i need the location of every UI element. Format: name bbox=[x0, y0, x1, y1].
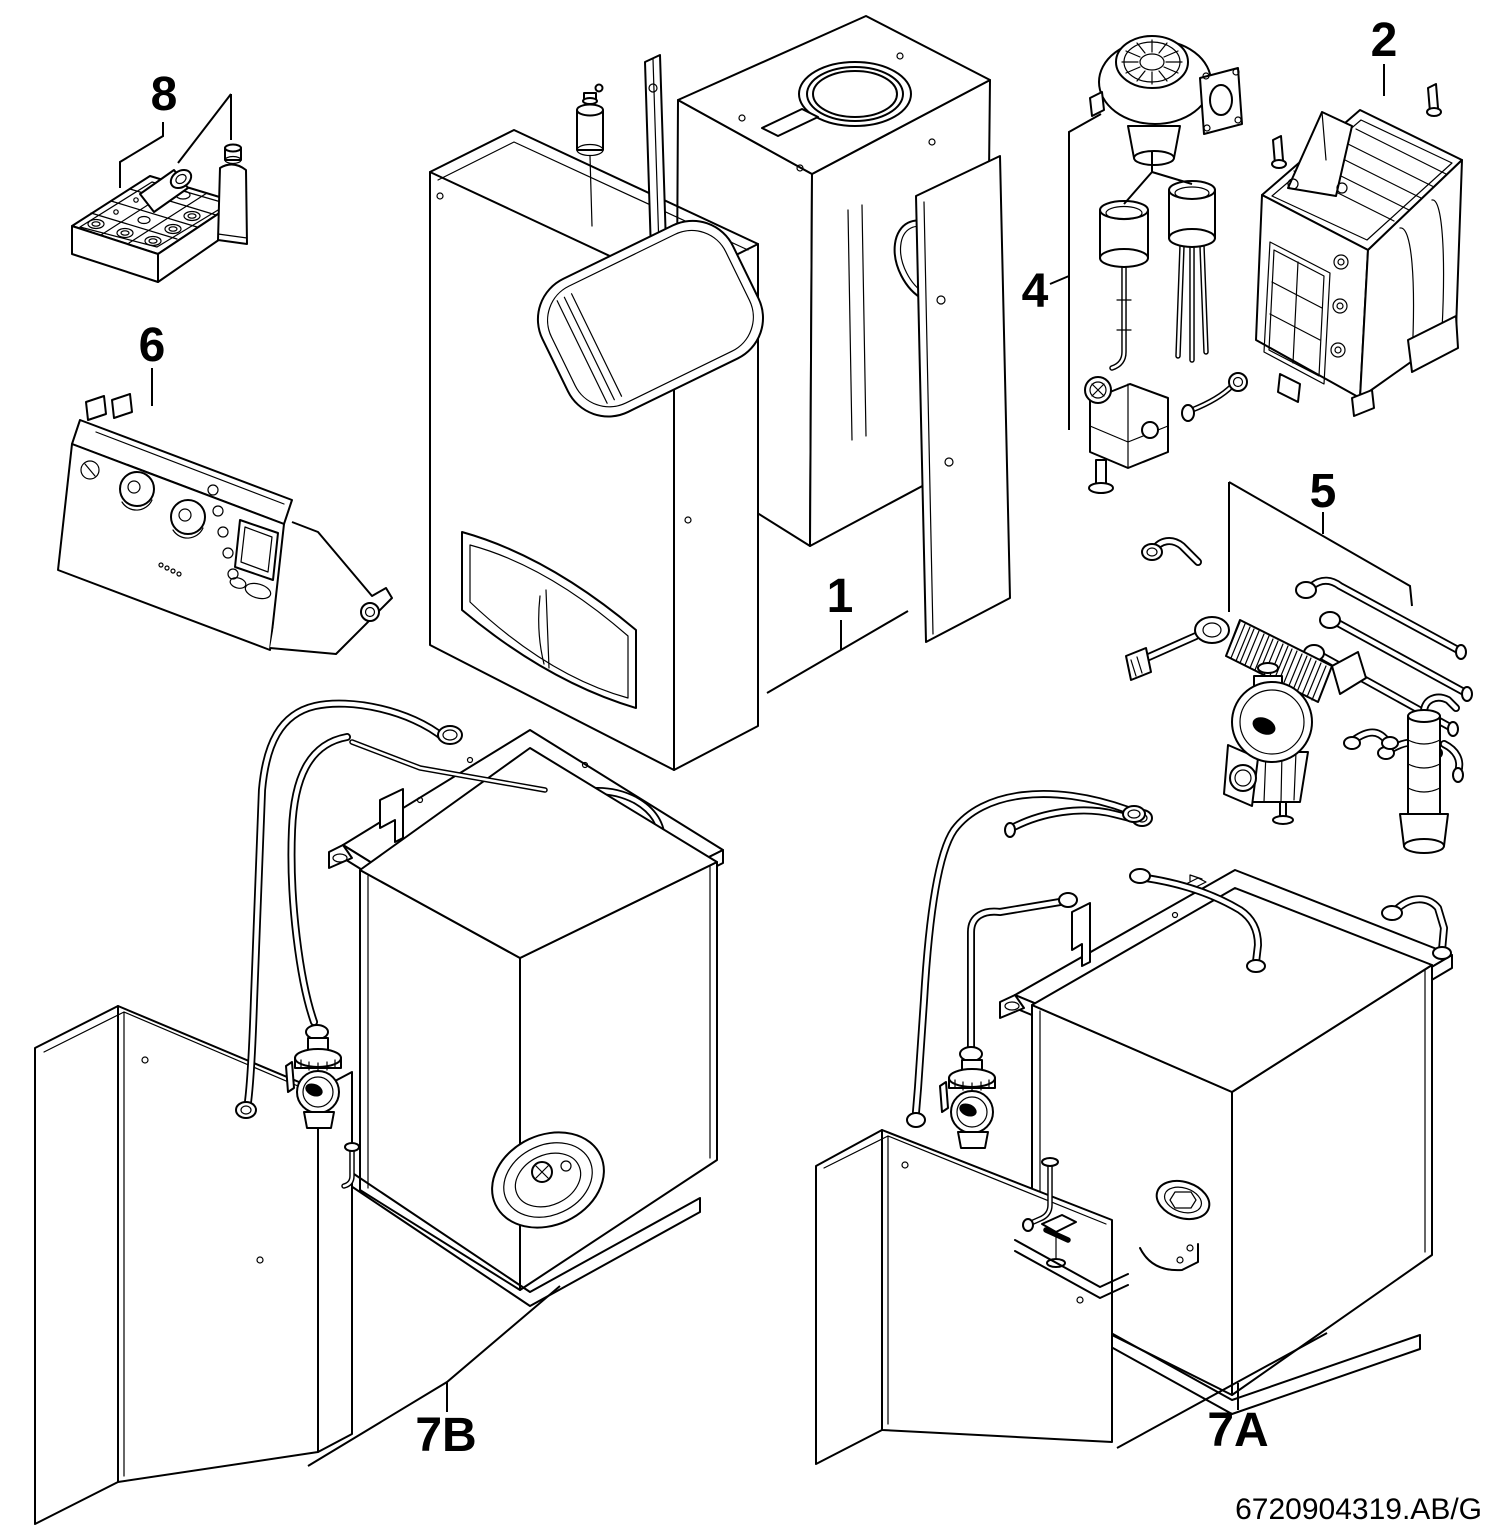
tank-a-pump bbox=[939, 1046, 996, 1149]
callout-7b: 7B bbox=[415, 1409, 477, 1462]
callout-2: 2 bbox=[1370, 14, 1398, 67]
panel-clips bbox=[85, 393, 133, 421]
callout-6: 6 bbox=[138, 319, 166, 372]
plate-heat-exchanger bbox=[1225, 619, 1367, 703]
tank-a-bracket bbox=[1071, 902, 1091, 967]
reference-code: 6720904319.AB/G bbox=[1235, 1493, 1482, 1526]
panel-knob-left bbox=[119, 471, 155, 507]
leader-7b bbox=[307, 1285, 561, 1467]
tank-a-valve-group bbox=[1014, 1157, 1129, 1299]
hx-grid-panel bbox=[1263, 241, 1349, 385]
leader-1 bbox=[766, 610, 909, 694]
tank-a-pipes bbox=[906, 790, 1452, 1128]
fan-assembly bbox=[1089, 35, 1243, 166]
hx-lifting-bracket bbox=[1287, 111, 1353, 197]
control-panel-group bbox=[57, 393, 393, 655]
leader-4 bbox=[1049, 113, 1193, 430]
callout-7a: 7A bbox=[1207, 1404, 1269, 1457]
tank-b-pump bbox=[285, 1024, 342, 1129]
hx-stud-bolts bbox=[1271, 83, 1442, 169]
left-union-pipe bbox=[1125, 616, 1230, 681]
gas-valve bbox=[1084, 372, 1248, 494]
grease-tube bbox=[217, 143, 248, 245]
panel-knob-right bbox=[170, 499, 206, 535]
tank-assembly-b bbox=[34, 699, 724, 1525]
tank-a-flange bbox=[1155, 1179, 1211, 1221]
tank-b-casing bbox=[34, 1005, 353, 1525]
tank-a-casing bbox=[815, 1129, 1113, 1465]
tank-a-clamp bbox=[1139, 1243, 1199, 1272]
fan-gas-valve-group bbox=[1084, 35, 1248, 494]
casing-side-panel-right bbox=[915, 155, 1011, 643]
panel-bracket-arm bbox=[269, 521, 393, 655]
condensate-siphon bbox=[1399, 693, 1464, 854]
leader-8a bbox=[119, 122, 164, 188]
callout-5: 5 bbox=[1309, 465, 1337, 518]
tank-b-body bbox=[359, 747, 718, 1291]
tank-b-drain-fitting bbox=[341, 1142, 360, 1189]
heat-exchanger-group bbox=[1255, 83, 1463, 417]
panel-buttons bbox=[80, 460, 272, 600]
leader-5 bbox=[1228, 481, 1413, 612]
rolled-gasket bbox=[139, 168, 193, 213]
control-panel-front bbox=[57, 443, 285, 651]
callout-8: 8 bbox=[150, 68, 178, 121]
tank-b-base-tray bbox=[347, 1169, 701, 1307]
electrode-cups bbox=[1099, 180, 1216, 371]
tank-assembly-a bbox=[815, 790, 1453, 1465]
hydraulic-group bbox=[1004, 537, 1473, 854]
tank-a-base-tray bbox=[1029, 1287, 1421, 1415]
leader-7a bbox=[1116, 1332, 1328, 1449]
tank-b-bracket bbox=[379, 788, 404, 843]
tank-a-body bbox=[1031, 887, 1433, 1396]
callout-4: 4 bbox=[1021, 265, 1049, 318]
fan-grille bbox=[1115, 35, 1189, 89]
air-vent-valve bbox=[576, 83, 604, 227]
leader-8b bbox=[177, 93, 232, 164]
hx-feet bbox=[1277, 373, 1375, 417]
brass-elbow bbox=[1343, 728, 1399, 750]
gasket-kit-group bbox=[71, 143, 248, 283]
boiler-unit-group bbox=[429, 15, 1011, 771]
leader-lines bbox=[119, 64, 1413, 1467]
circulation-pump bbox=[1223, 662, 1313, 825]
gasket-rings bbox=[87, 190, 201, 247]
tank-b-pipes bbox=[235, 699, 548, 1119]
casing-window bbox=[461, 531, 637, 709]
expansion-vessel bbox=[536, 219, 764, 418]
callout-1: 1 bbox=[826, 570, 854, 623]
